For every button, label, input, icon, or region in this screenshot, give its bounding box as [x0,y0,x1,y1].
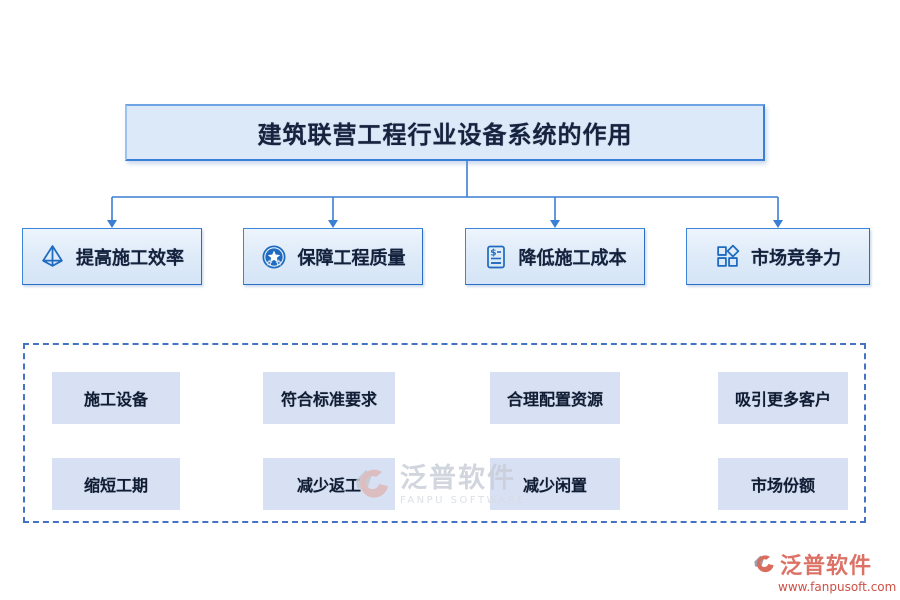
detail-cell-reduce-idle: 减少闲置 [490,458,620,510]
fanpu-logo-icon [754,555,774,573]
detail-cell-shorten-schedule: 缩短工期 [52,458,180,510]
branch-quality-assurance: 保障工程质量 [243,228,423,285]
svg-text:$: $ [490,248,496,258]
branch-label: 提高施工效率 [76,247,184,269]
branch-market-competitiveness: 市场竞争力 [686,228,870,285]
branch-label: 市场竞争力 [751,247,841,269]
watermark-brand: 泛普软件 [780,554,873,579]
branch-label: 保障工程质量 [297,247,406,269]
branch-reduce-cost: $ 降低施工成本 [465,228,645,285]
detail-cell-attract-customers: 吸引更多客户 [718,372,848,424]
branch-label: 降低施工成本 [518,247,627,269]
detail-container [23,343,866,523]
detail-cell-construction-equipment: 施工设备 [52,372,180,424]
diagram-title: 建筑联营工程行业设备系统的作用 [257,120,633,149]
detail-cell-allocate-resources: 合理配置资源 [490,372,620,424]
detail-cell-meet-standards: 符合标准要求 [263,372,395,424]
category-grid-icon [717,244,740,267]
medal-star-icon [262,245,285,268]
diagram-title-box: 建筑联营工程行业设备系统的作用 [125,104,765,161]
detail-cell-reduce-rework: 减少返工 [263,458,395,510]
pyramid-icon [42,245,63,267]
detail-cell-market-share: 市场份额 [718,458,848,510]
invoice-icon: $ [486,245,505,268]
watermark-url: www.fanpusoft.com [778,580,897,594]
branch-improve-efficiency: 提高施工效率 [22,228,202,285]
watermark-corner: 泛普软件 www.fanpusoft.com [752,548,896,594]
